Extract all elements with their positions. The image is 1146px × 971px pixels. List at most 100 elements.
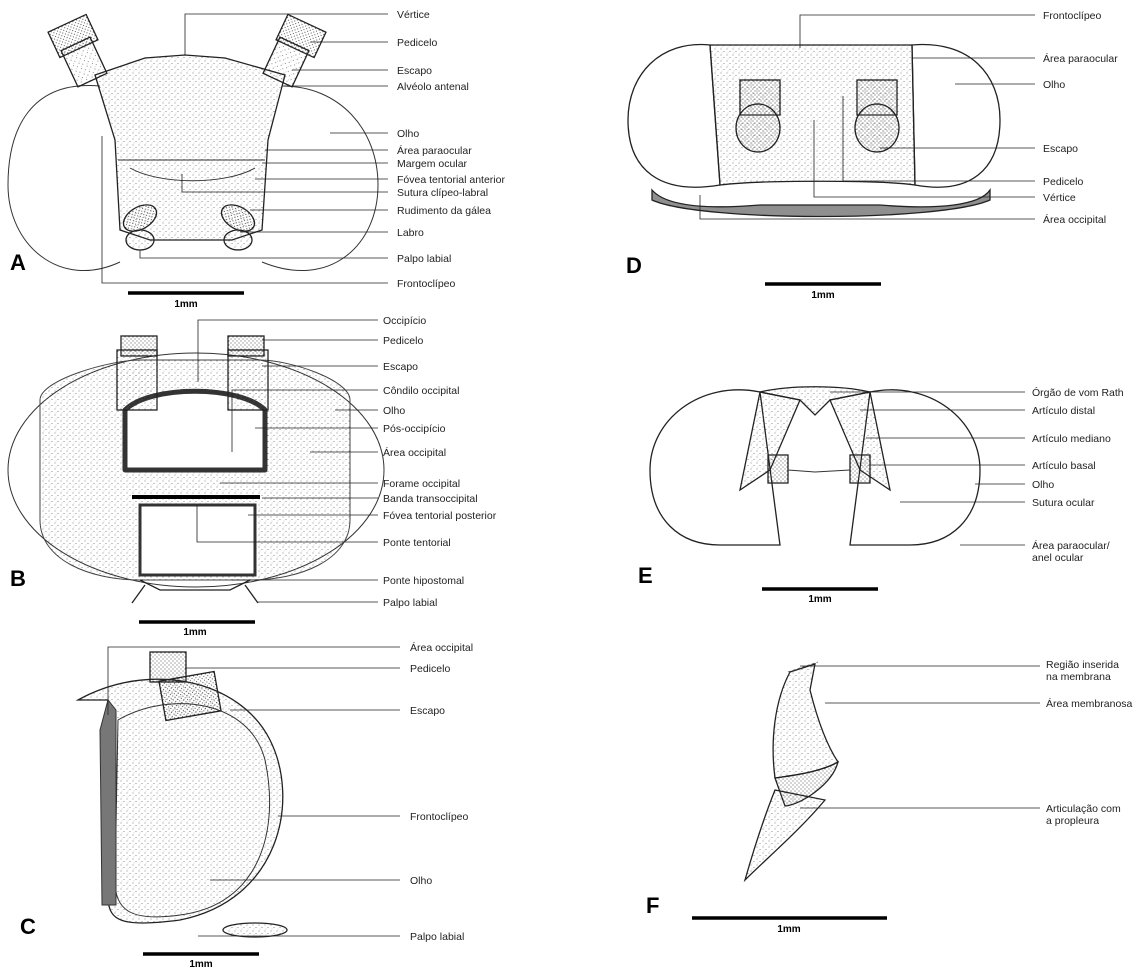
right-pedicel-shape-b [228, 336, 264, 356]
label-a-vertice: Vértice [397, 9, 430, 21]
panel-e-drawing [650, 387, 980, 545]
label-f-na-membrana: na membrana [1046, 671, 1111, 683]
panel-d-labels: Frontoclípeo Área paraocular Olho Escapo… [1043, 10, 1118, 226]
membranous-area-shape [773, 664, 838, 778]
label-b-occipicio: Occipício [383, 315, 426, 327]
label-c-olho: Olho [410, 875, 432, 887]
panel-letter-d: D [626, 253, 642, 278]
label-e-articulo-basal: Artículo basal [1032, 460, 1096, 472]
panel-letter-b: B [10, 566, 26, 591]
panel-d: D Frontoclípeo Área paraocular Olho Esca… [626, 10, 1118, 301]
panel-c: C Área occipital Pedicelo Escapo Frontoc… [20, 641, 473, 970]
right-labial-palp-shape [224, 230, 252, 250]
labial-palps-shape-b [132, 585, 258, 603]
scale-label-f: 1mm [777, 924, 800, 935]
left-eye-shape-d [628, 45, 720, 188]
label-d-vertice: Vértice [1043, 192, 1076, 204]
label-f-regiao-inserida: Região inserida [1046, 659, 1119, 671]
panel-b-labels: Occipício Pedicelo Escapo Côndilo occipi… [383, 315, 497, 609]
label-d-area-occipital: Área occipital [1043, 213, 1106, 226]
label-a-pedicelo: Pedicelo [397, 37, 437, 49]
mouth-v-line-e [788, 470, 850, 472]
label-c-frontoclipeo: Frontoclípeo [410, 811, 469, 823]
label-a-margem-ocular: Margem ocular [397, 158, 468, 170]
label-c-area-occipital: Área occipital [410, 641, 473, 654]
label-d-pedicelo: Pedicelo [1043, 176, 1083, 188]
label-b-pedicelo: Pedicelo [383, 335, 423, 347]
scale-label-a: 1mm [174, 299, 197, 310]
label-b-condilo-occipital: Côndilo occipital [383, 385, 459, 397]
label-d-area-paraocular: Área paraocular [1043, 52, 1118, 65]
label-b-ponte-tentorial: Ponte tentorial [383, 537, 451, 549]
label-a-rudimento-da-galea: Rudimento da gálea [397, 205, 491, 217]
scale-label-e: 1mm [808, 594, 831, 605]
frontoclypeus-shape [95, 55, 285, 240]
label-b-palpo-labial: Palpo labial [383, 597, 437, 609]
panel-f: F Região inserida na membrana Área membr… [646, 659, 1133, 935]
occipital-area-shape-d [652, 190, 990, 217]
left-pedicel-shape-b [121, 336, 157, 356]
panel-letter-e: E [638, 563, 653, 588]
label-e-articulo-mediano: Artículo mediano [1032, 433, 1111, 445]
left-basal-article-e [768, 455, 788, 483]
scale-label-d: 1mm [811, 290, 834, 301]
labial-palp-shape-c [223, 923, 287, 937]
left-labial-palp-shape [126, 230, 154, 250]
right-eye-shape-d [912, 45, 1000, 188]
occipital-area-strip [100, 700, 116, 905]
label-b-fovea-tentorial-posterior: Fóvea tentorial posterior [383, 510, 497, 522]
left-scape-shape-b [117, 350, 157, 410]
left-pedicel-shape-d [736, 104, 780, 152]
label-b-escapo: Escapo [383, 361, 418, 373]
right-pedicel-shape-d [855, 104, 899, 152]
label-d-escapo: Escapo [1043, 143, 1078, 155]
label-c-palpo-labial: Palpo labial [410, 931, 464, 943]
label-e-olho: Olho [1032, 479, 1054, 491]
panel-letter-a: A [10, 250, 26, 275]
panel-a-labels: Vértice Pedicelo Escapo Alvéolo antenal … [397, 9, 505, 290]
label-b-pos-occipicio: Pós-occipício [383, 423, 446, 435]
label-c-escapo: Escapo [410, 705, 445, 717]
panel-a: A [8, 9, 505, 310]
label-d-frontoclipeo: Frontoclípeo [1043, 10, 1102, 22]
propleura-articulation-shape [745, 790, 825, 880]
right-basal-article-e [850, 455, 870, 483]
label-f-area-membranosa: Área membranosa [1046, 697, 1133, 710]
tentorial-bridge-shape [140, 505, 255, 575]
label-a-palpo-labial: Palpo labial [397, 253, 451, 265]
label-a-olho: Olho [397, 128, 419, 140]
label-a-frontoclipeo: Frontoclípeo [397, 278, 456, 290]
right-scape-shape-b [228, 350, 268, 410]
label-d-olho: Olho [1043, 79, 1065, 91]
scale-label-c: 1mm [189, 959, 212, 970]
label-e-orgao-de-vom-rath: Órgão de vom Rath [1032, 386, 1124, 399]
label-a-escapo: Escapo [397, 65, 432, 77]
panel-letter-f: F [646, 893, 659, 918]
label-f-articulacao-com: Articulação com [1046, 803, 1121, 815]
label-b-forame-occipital: Forame occipital [383, 478, 460, 490]
panel-f-labels: Região inserida na membrana Área membran… [1046, 659, 1133, 827]
panel-c-labels: Área occipital Pedicelo Escapo Frontoclí… [410, 641, 473, 943]
panel-b-drawing [8, 336, 384, 603]
label-e-sutura-ocular: Sutura ocular [1032, 497, 1095, 509]
panel-letter-c: C [20, 914, 36, 939]
right-eye-outline [262, 86, 378, 271]
panel-e-labels: Órgão de vom Rath Artículo distal Artícu… [1032, 386, 1124, 564]
label-c-pedicelo: Pedicelo [410, 663, 450, 675]
label-a-alveolo-antenal: Alvéolo antenal [397, 81, 469, 93]
panel-f-leaders [800, 666, 1040, 808]
label-b-olho: Olho [383, 405, 405, 417]
label-a-labro: Labro [397, 227, 424, 239]
label-f-a-propleura: a propleura [1046, 815, 1099, 827]
label-a-fovea-tentorial-anterior: Fóvea tentorial anterior [397, 174, 505, 186]
left-eye-outline [8, 86, 120, 271]
label-e-area-paraocular: Área paraocular/ [1032, 539, 1110, 552]
label-b-banda-transoccipital: Banda transoccipital [383, 493, 478, 505]
panel-f-drawing [745, 662, 838, 880]
label-b-ponte-hipostomal: Ponte hipostomal [383, 575, 464, 587]
label-a-sutura-clipeo-labral: Sutura clípeo-labral [397, 187, 488, 199]
panel-b: B [8, 315, 497, 638]
label-a-area-paraocular: Área paraocular [397, 144, 472, 157]
label-e-anel-ocular: anel ocular [1032, 552, 1084, 564]
